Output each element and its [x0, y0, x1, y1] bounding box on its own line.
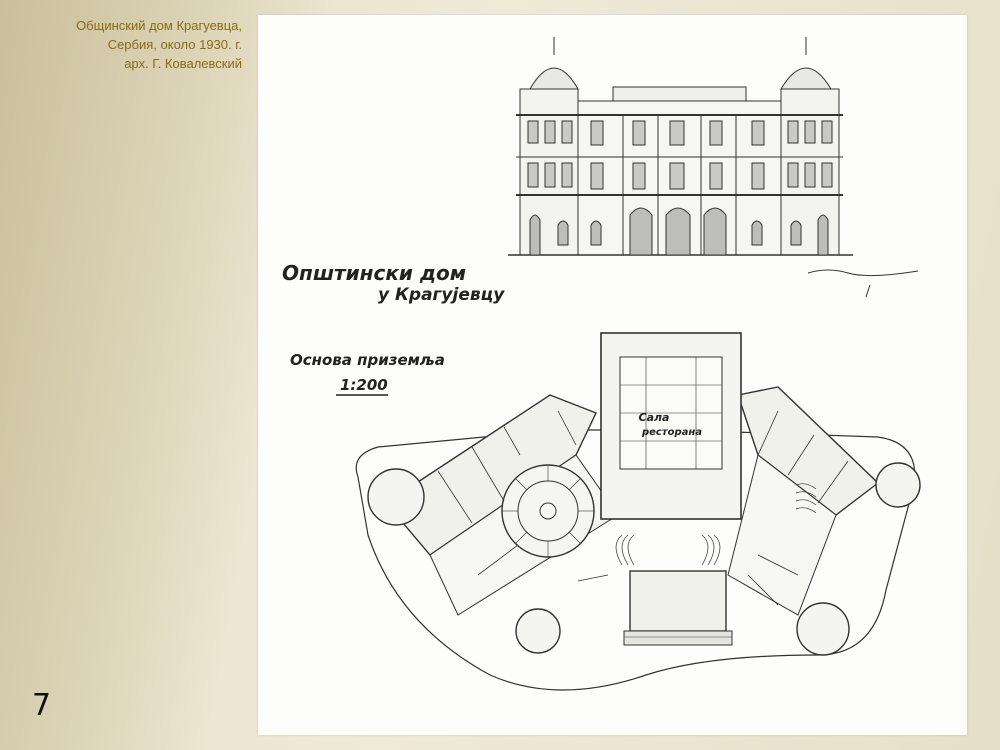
- floor-plan: [355, 332, 921, 691]
- facade-elevation: [508, 37, 919, 298]
- caption-line-3: арх. Г. Ковалевский: [124, 56, 242, 71]
- architectural-drawing-sheet: Општински дом у Крагујевцу Основа призем…: [258, 15, 967, 735]
- hall-label-line-2: ресторана: [641, 427, 702, 438]
- plan-scale: 1:200: [340, 376, 388, 394]
- plan-label: Основа приземља: [290, 351, 445, 369]
- slide-number: 7: [32, 688, 52, 723]
- architectural-drawing: Општински дом у Крагујевцу Основа призем…: [282, 37, 921, 691]
- drawing-title-line-2: у Крагујевцу: [378, 285, 505, 305]
- slide-caption: Общинский дом Крагуевца, Сербия, около 1…: [20, 16, 242, 73]
- hall-label-line-1: Сала: [639, 411, 670, 424]
- caption-line-2: Сербия, около 1930. г.: [107, 37, 242, 52]
- drawing-title-line-1: Општински дом: [282, 261, 466, 285]
- caption-line-1: Общинский дом Крагуевца,: [76, 18, 242, 33]
